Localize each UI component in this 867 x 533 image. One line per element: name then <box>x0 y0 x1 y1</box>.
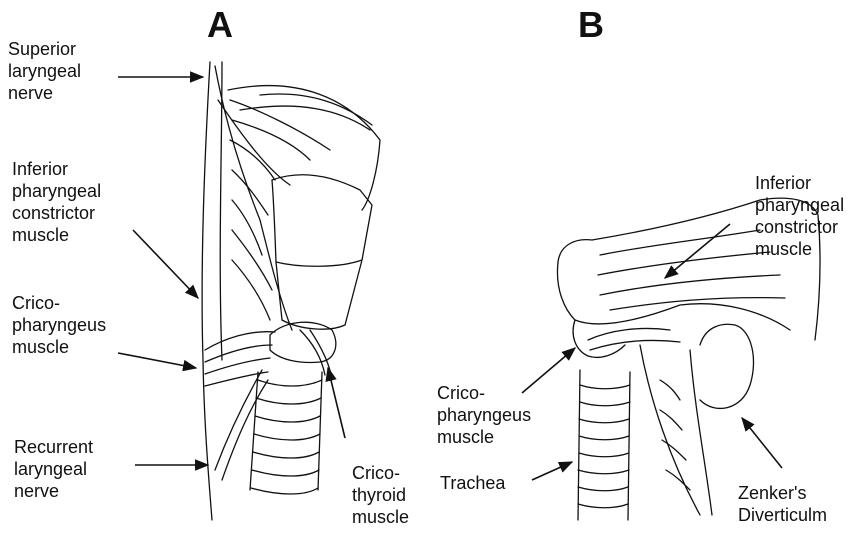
panel-a-illustration <box>202 62 380 520</box>
zenkers-diverticulum <box>700 324 754 408</box>
arrow-zenkers-diverticulum <box>742 418 782 468</box>
arrow-cricothyroid <box>328 368 345 438</box>
label-trachea: Trachea <box>440 472 505 494</box>
cricoid-cartilage <box>270 322 336 362</box>
label-zenkers-diverticulum: Zenker's Diverticulm <box>738 482 827 526</box>
label-recurrent-laryngeal-nerve: Recurrent laryngeal nerve <box>14 436 93 502</box>
label-inferior-pharyngeal-constrictor-b: Inferior pharyngeal constrictor muscle <box>755 172 844 260</box>
label-cricopharyngeus-b: Crico- pharyngeus muscle <box>437 382 531 448</box>
arrow-inferior-pharyngeal-constrictor-a <box>133 230 198 298</box>
panel-b-letter: B <box>578 4 604 46</box>
trachea-b <box>578 370 630 520</box>
label-cricothyroid: Crico- thyroid muscle <box>352 462 409 528</box>
cricopharyngeus-band <box>205 332 275 350</box>
label-cricopharyngeus-a: Crico- pharyngeus muscle <box>12 292 106 358</box>
pharynx-outline <box>202 62 212 520</box>
label-superior-laryngeal-nerve: Superior laryngeal nerve <box>8 38 81 104</box>
panel-a-letter: A <box>207 4 233 46</box>
arrow-cricopharyngeus-a <box>118 353 196 368</box>
label-inferior-pharyngeal-constrictor-a: Inferior pharyngeal constrictor muscle <box>12 158 101 246</box>
arrow-trachea <box>532 462 572 480</box>
thyroid-cartilage <box>272 175 372 266</box>
arrow-inferior-pharyngeal-constrictor-b <box>665 224 730 278</box>
